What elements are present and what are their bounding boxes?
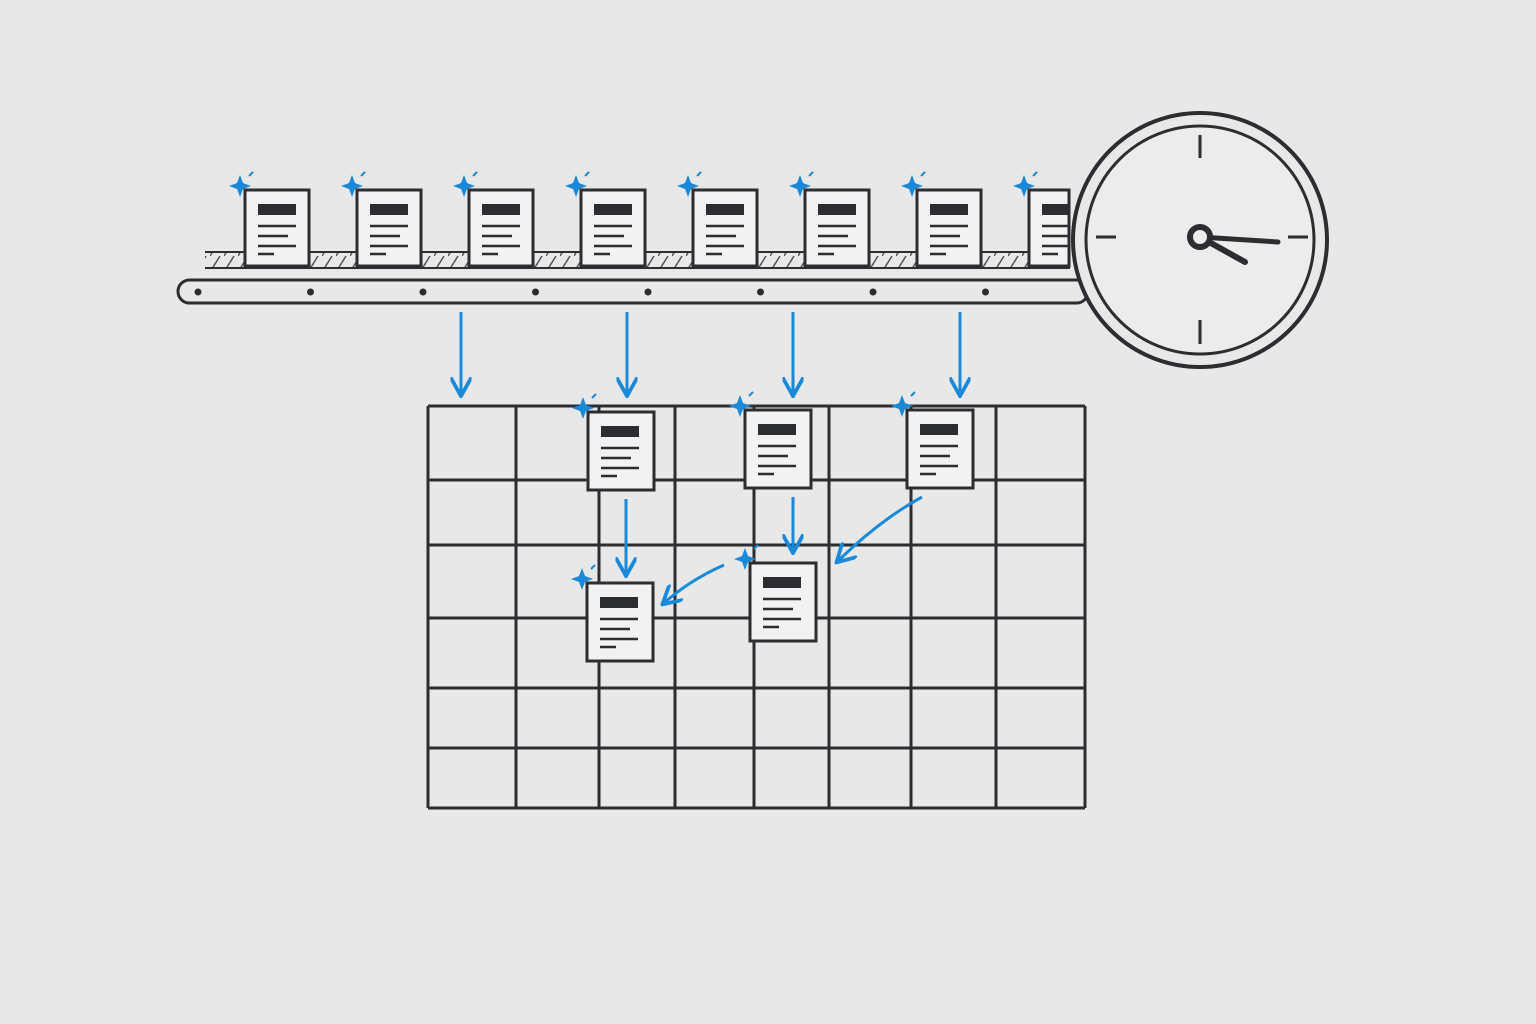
sparkle-icon <box>789 171 814 197</box>
document-icon <box>734 544 818 643</box>
arrow-curved-icon <box>664 563 725 603</box>
sparkle-icon <box>901 171 926 197</box>
belt-rail <box>176 278 1090 305</box>
document-icon <box>1013 171 1071 268</box>
roller-dot <box>194 288 202 296</box>
sparkle-icon <box>571 564 596 590</box>
sparkle-icon <box>1013 171 1038 197</box>
sparkle-icon <box>229 171 254 197</box>
document-icon <box>571 564 655 663</box>
document-icon <box>901 171 983 268</box>
document-icon <box>565 171 647 268</box>
minute-hand <box>1197 234 1281 245</box>
document-icon <box>572 393 656 492</box>
document-icon <box>453 171 535 268</box>
sparkle-icon <box>341 171 366 197</box>
document-icon <box>341 171 423 268</box>
sparkle-icon <box>729 391 754 417</box>
document-icon <box>729 391 813 490</box>
sparkle-icon <box>565 171 590 197</box>
roller-dot <box>869 288 877 296</box>
roller-dot <box>307 288 314 296</box>
document-icon <box>677 171 759 268</box>
sparkle-icon <box>572 393 597 419</box>
clock-icon <box>1071 111 1329 369</box>
roller-dot <box>982 288 989 296</box>
calendar-grid <box>426 404 1087 810</box>
flow-arrows <box>626 495 923 603</box>
roller-dot <box>757 288 764 296</box>
sparkle-icon <box>734 544 759 570</box>
sparkle-icon <box>891 391 916 417</box>
roller-dot <box>532 288 539 296</box>
sparkle-icon <box>453 171 478 197</box>
roller-dot <box>419 288 427 296</box>
roller-dot <box>644 288 652 296</box>
document-icon <box>789 171 871 268</box>
document-icon <box>229 171 311 268</box>
sparkle-icon <box>677 171 702 197</box>
document-icon <box>891 391 975 490</box>
arrow-curved-icon <box>838 495 923 561</box>
